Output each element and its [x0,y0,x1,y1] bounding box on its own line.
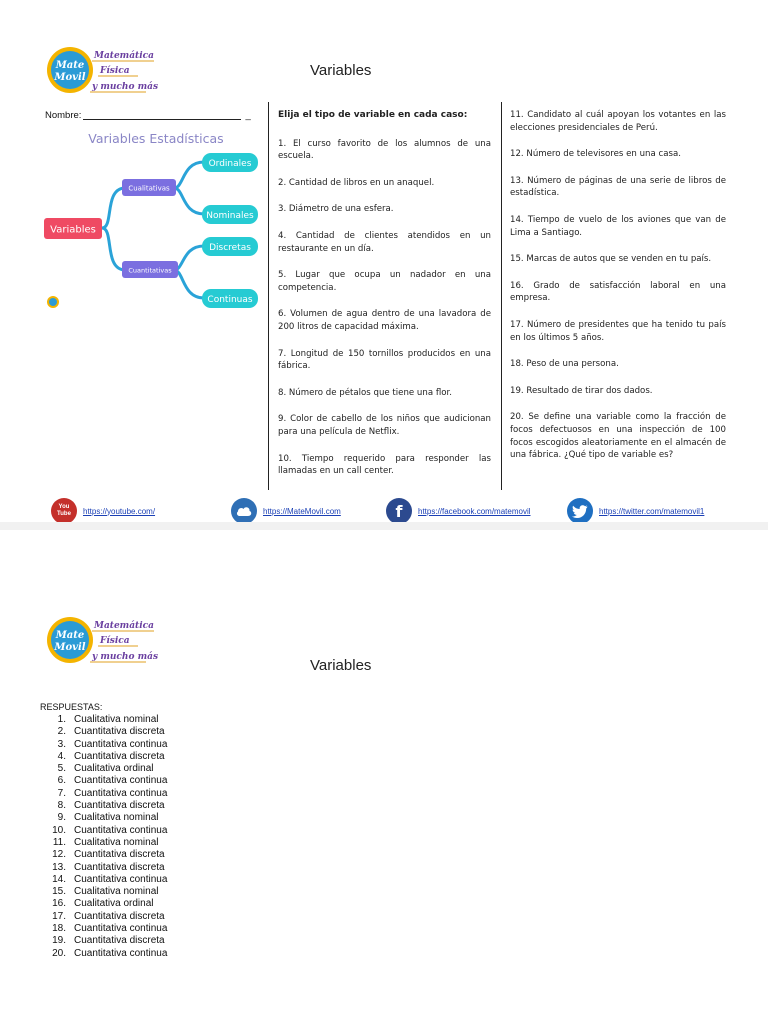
answer-item: 4.Cuantitativa discreta [57,750,165,762]
facebook-icon: f [386,498,412,522]
answer-item: 5.Cualitativa ordinal [57,763,154,775]
question-9: 9. Color de cabello de los niños que aud… [278,414,491,437]
svg-text:Matemática: Matemática [93,50,154,61]
question-4: 4. Cantidad de clientes atendidos en un … [278,230,491,254]
answers-list: 1.Cualitativa nominal 2.Cuantitativa dis… [40,714,167,960]
question-3: 3. Diámetro de una esfera. [278,204,394,215]
question-14: 14. Tiempo de vuelo de los aviones que v… [510,214,726,238]
question-15: 15. Marcas de autos que se venden en tu … [510,254,712,265]
question-8: 8. Número de pétalos que tiene una flor. [278,387,452,398]
questions-column-left: Elija el tipo de variable en cada caso: … [278,109,491,492]
answer-item: 2.Cuantitativa discreta [57,726,165,738]
mindmap-leaf-ordinales: Ordinales [209,159,252,169]
question-18: 18. Peso de una persona. [510,359,619,370]
answer-item: 8.Cuantitativa discreta [57,800,165,812]
answer-item: 7.Cuantitativa continua [57,787,168,799]
svg-text:y mucho más: y mucho más [91,81,158,92]
answer-item: 6.Cuantitativa continua [57,775,168,787]
question-6: 6. Volumen de agua dentro de una lavador… [278,309,491,332]
name-tail: _ [245,110,251,121]
answer-item: 19.Cuantitativa discreta [52,935,165,947]
svg-text:y mucho más: y mucho más [91,651,158,662]
name-field[interactable]: Nombre: _ [45,109,251,121]
facebook-link[interactable]: https://facebook.com/matemovil [418,506,531,516]
answer-item: 9.Cualitativa nominal [57,812,159,824]
page-title-2: Variables [310,657,372,674]
youtube-link-group[interactable]: You Tube https://youtube.com/ [51,498,155,522]
youtube-icon: You Tube [51,498,77,522]
question-1: 1. El curso favorito de los alumnos de u… [278,138,491,162]
twitter-link[interactable]: https://twitter.com/matemovil1 [599,506,705,516]
answer-item: 16.Cualitativa ordinal [52,898,154,910]
facebook-link-group[interactable]: f https://facebook.com/matemovil [386,498,531,522]
answer-item: 12.Cuantitativa discreta [52,849,165,861]
mindmap-root: Variables [50,225,96,236]
column-divider-left [268,102,269,490]
svg-text:Física: Física [99,635,130,646]
question-19: 19. Resultado de tirar dos dados. [510,385,653,396]
svg-text:Física: Física [99,65,130,76]
question-7: 7. Longitud de 150 tornillos producidos … [278,348,491,372]
matemovil-logo-2: Mate Movil Matemática Física y mucho más [47,617,158,663]
questions-column-right: 11. Candidato al cuál apoyan los votante… [510,109,726,476]
instruction: Elija el tipo de variable en cada caso: [278,110,468,120]
question-13: 13. Número de páginas de una serie de li… [510,175,726,199]
question-16: 16. Grado de satisfacción laboral en una… [510,280,726,304]
matemovil-logo: Mate Movil Matemática Física y mucho más [47,47,158,93]
answer-item: 17.Cuantitativa discreta [52,910,165,922]
cloud-icon [231,498,257,522]
svg-text:Matemática: Matemática [93,620,154,631]
mindmap-branch-cualitativas: Cualitativas [128,185,170,193]
question-20: 20. Se define una variable como la fracc… [510,412,726,461]
answer-item: 3.Cuantitativa continua [57,738,168,750]
answer-item: 13.Cuantitativa discreta [52,861,165,873]
svg-text:Movil: Movil [53,72,85,83]
website-link[interactable]: https://MateMovil.com [263,506,341,516]
twitter-icon [567,498,593,522]
variables-mindmap: Variables Estadísticas Variables Cualita… [44,131,258,308]
answers-page-2: Mate Movil Matemática Física y mucho más… [0,530,768,1024]
answer-item: 10.Cuantitativa continua [52,824,168,836]
question-11: 11. Candidato al cuál apoyan los votante… [510,110,726,133]
answer-item: 20.Cuantitativa continua [52,947,168,959]
answer-item: 15.Cualitativa nominal [52,886,159,898]
mindmap-leaf-nominales: Nominales [206,211,254,221]
mindmap-branch-cuantitativas: Cuantitativas [128,267,172,275]
column-divider-right [501,102,502,490]
worksheet-page-1: Mate Movil Matemática Física y mucho más… [0,0,768,522]
question-2: 2. Cantidad de libros en un anaquel. [278,177,435,188]
svg-text:Mate: Mate [55,60,85,71]
svg-text:Mate: Mate [55,630,85,641]
question-17: 17. Número de presidentes que ha tenido … [510,319,726,343]
mindmap-title: Variables Estadísticas [88,131,223,146]
website-link-group[interactable]: https://MateMovil.com [231,498,341,522]
twitter-link-group[interactable]: https://twitter.com/matemovil1 [567,498,704,522]
answer-item: 11.Cualitativa nominal [52,836,159,848]
question-5: 5. Lugar que ocupa un nadador en una com… [278,270,491,293]
youtube-link[interactable]: https://youtube.com/ [83,506,156,516]
page-title: Variables [310,62,372,79]
answers-label: RESPUESTAS: [40,702,103,712]
question-12: 12. Número de televisores en una casa. [510,149,681,160]
svg-text:Movil: Movil [53,642,85,653]
answer-item: 18.Cuantitativa continua [52,923,168,935]
mindmap-leaf-discretas: Discretas [209,243,251,253]
name-label: Nombre: [45,110,82,121]
mindmap-leaf-continuas: Continuas [207,295,252,305]
name-underline [83,109,242,120]
answer-item: 1.Cualitativa nominal [57,714,159,725]
question-10: 10. Tiempo requerido para responder las … [278,453,491,477]
answer-item: 14.Cuantitativa continua [52,873,168,885]
